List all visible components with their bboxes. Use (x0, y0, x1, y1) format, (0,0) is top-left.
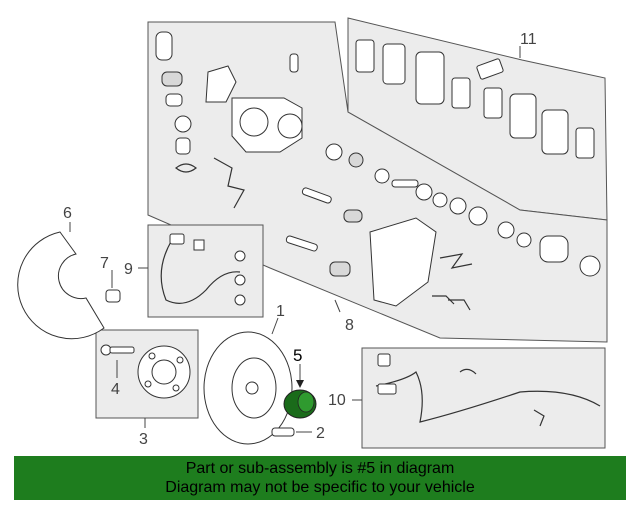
speed-sensor (375, 353, 601, 427)
callout-1[interactable]: 1 (276, 303, 285, 320)
info-banner: Part or sub-assembly is #5 in diagram Di… (14, 456, 626, 500)
callout-10[interactable]: 10 (328, 392, 346, 409)
banner-line-2: Diagram may not be specific to your vehi… (165, 479, 475, 496)
callout-4[interactable]: 4 (111, 381, 120, 398)
callout-3[interactable]: 3 (139, 431, 148, 448)
callout-2[interactable]: 2 (316, 425, 325, 442)
callout-5[interactable]: 5 (293, 346, 302, 365)
callout-11[interactable]: 11 (520, 31, 537, 48)
hub-cap-part-5[interactable] (283, 364, 317, 419)
banner-line-1: Part or sub-assembly is #5 in diagram (185, 460, 455, 477)
callout-7[interactable]: 7 (100, 255, 109, 272)
screw-2 (271, 427, 312, 437)
bolt-7 (105, 270, 121, 303)
hub-assembly (100, 344, 191, 399)
callout-8[interactable]: 8 (345, 317, 354, 334)
callout-6[interactable]: 6 (63, 205, 72, 222)
caliper-components (155, 31, 601, 311)
callout-9[interactable]: 9 (124, 261, 133, 278)
brake-disc (203, 331, 293, 445)
box-sensor (361, 347, 606, 449)
brake-pads (355, 39, 595, 159)
box-hose (147, 224, 264, 318)
backing-plate (17, 231, 105, 340)
brake-hose (160, 233, 246, 306)
